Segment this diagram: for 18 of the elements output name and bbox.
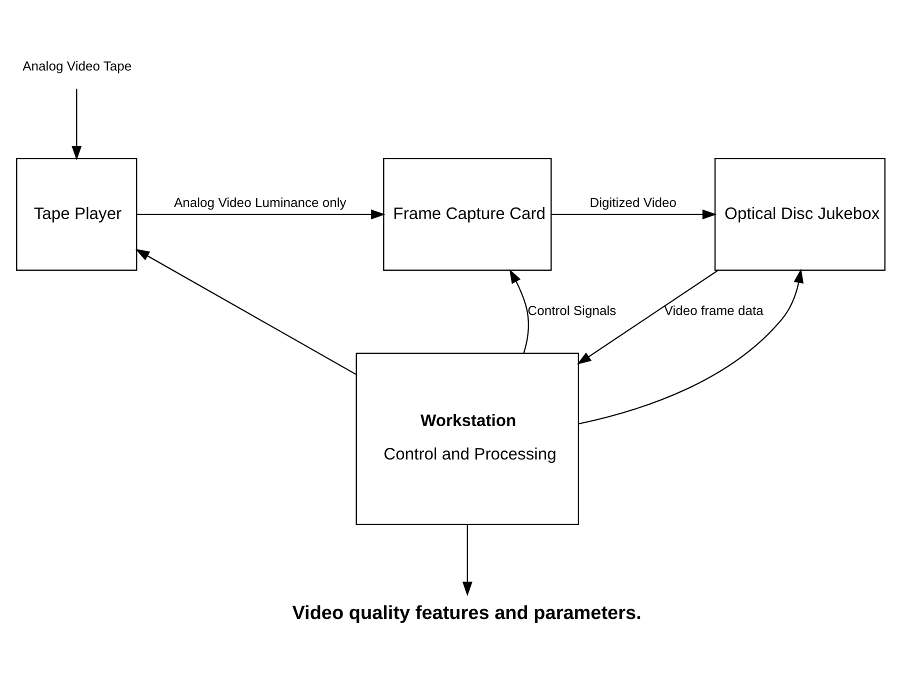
arrow [72, 88, 82, 160]
arrow [576, 270, 718, 365]
arrow [551, 209, 717, 220]
arrow [136, 209, 386, 220]
node-box: Optical Disc Jukebox [714, 158, 886, 271]
node-box: Frame Capture Card [383, 158, 552, 271]
edge-label: Digitized Video [590, 195, 676, 210]
arrow [509, 269, 530, 354]
edge-label: Control Signals [528, 303, 616, 318]
arrow [578, 268, 804, 424]
node-box: Workstation Control and Processing [356, 352, 580, 525]
edge-label: Video frame data [664, 303, 764, 318]
arrow [135, 248, 356, 375]
node-text: Video quality features and parameters. [292, 603, 642, 624]
node-text: Analog Video Tape [22, 58, 132, 74]
node-box: Tape Player [16, 158, 138, 271]
edge-label: Analog Video Luminance only [174, 195, 346, 210]
arrow [462, 524, 472, 596]
